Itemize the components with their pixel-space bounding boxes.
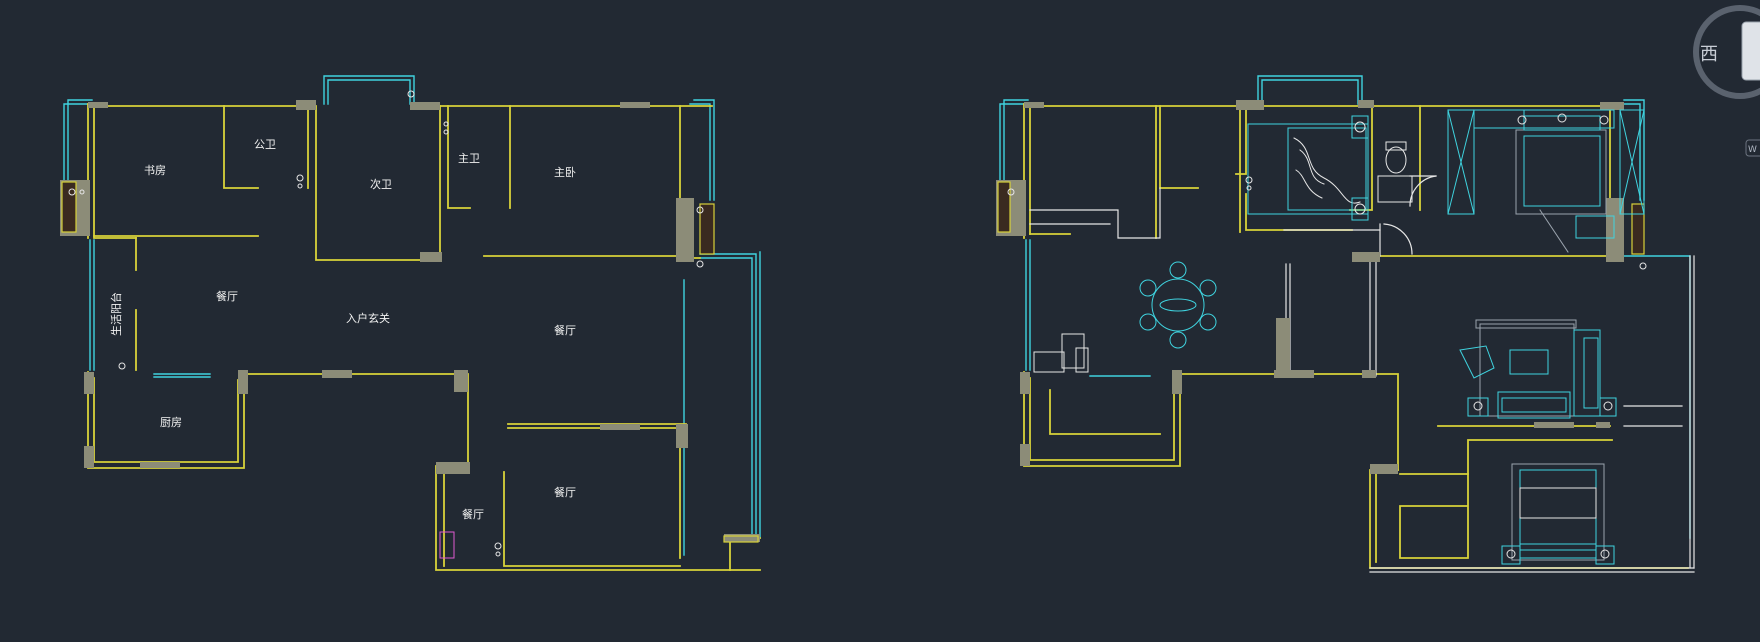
viewcube-compass-ring[interactable]	[1693, 5, 1760, 99]
room-label-dining-3: 餐厅	[554, 485, 576, 499]
window-frames-right	[997, 181, 1645, 255]
window-lines-right	[999, 75, 1691, 539]
viewcube[interactable]: 西 W	[1693, 5, 1760, 157]
furniture-right	[1033, 109, 1645, 565]
room-label-dining-1: 餐厅	[216, 289, 238, 303]
white-partitions	[1029, 175, 1695, 573]
viewcube-face[interactable]	[1741, 21, 1760, 81]
furniture-circles-right	[1007, 113, 1647, 559]
room-label-dining-4: 餐厅	[462, 507, 484, 521]
room-label-public-bath: 公卫	[254, 138, 276, 151]
viewcube-west-label[interactable]: 西	[1700, 44, 1718, 65]
floor-plan-left[interactable]: 书房 公卫 次卫 主卫 主卧 生活阳台 餐厅 入户玄关 餐厅 厨房 餐厅 餐厅	[60, 75, 761, 571]
window-lines	[63, 75, 761, 556]
floor-plan-right[interactable]	[996, 75, 1695, 573]
wall-lines	[87, 103, 761, 571]
room-label-entrance-hall: 入户玄关	[346, 311, 390, 325]
room-label-second-bath: 次卫	[370, 177, 392, 191]
room-label-master-bath: 主卫	[458, 152, 480, 165]
room-label-utility-balcony: 生活阳台	[109, 292, 123, 336]
room-label-kitchen: 厨房	[160, 416, 182, 429]
room-labels: 书房 公卫 次卫 主卫 主卧 生活阳台 餐厅 入户玄关 餐厅 厨房 餐厅 餐厅	[109, 138, 576, 521]
room-label-master-bedroom: 主卧	[554, 166, 576, 179]
fixtures	[68, 90, 704, 559]
room-label-study: 书房	[144, 164, 166, 177]
room-label-dining-2: 餐厅	[554, 323, 576, 337]
wall-lines-right	[1023, 103, 1689, 569]
wcs-label: W	[1748, 145, 1757, 155]
wcs-menu-button[interactable]	[1745, 139, 1760, 157]
